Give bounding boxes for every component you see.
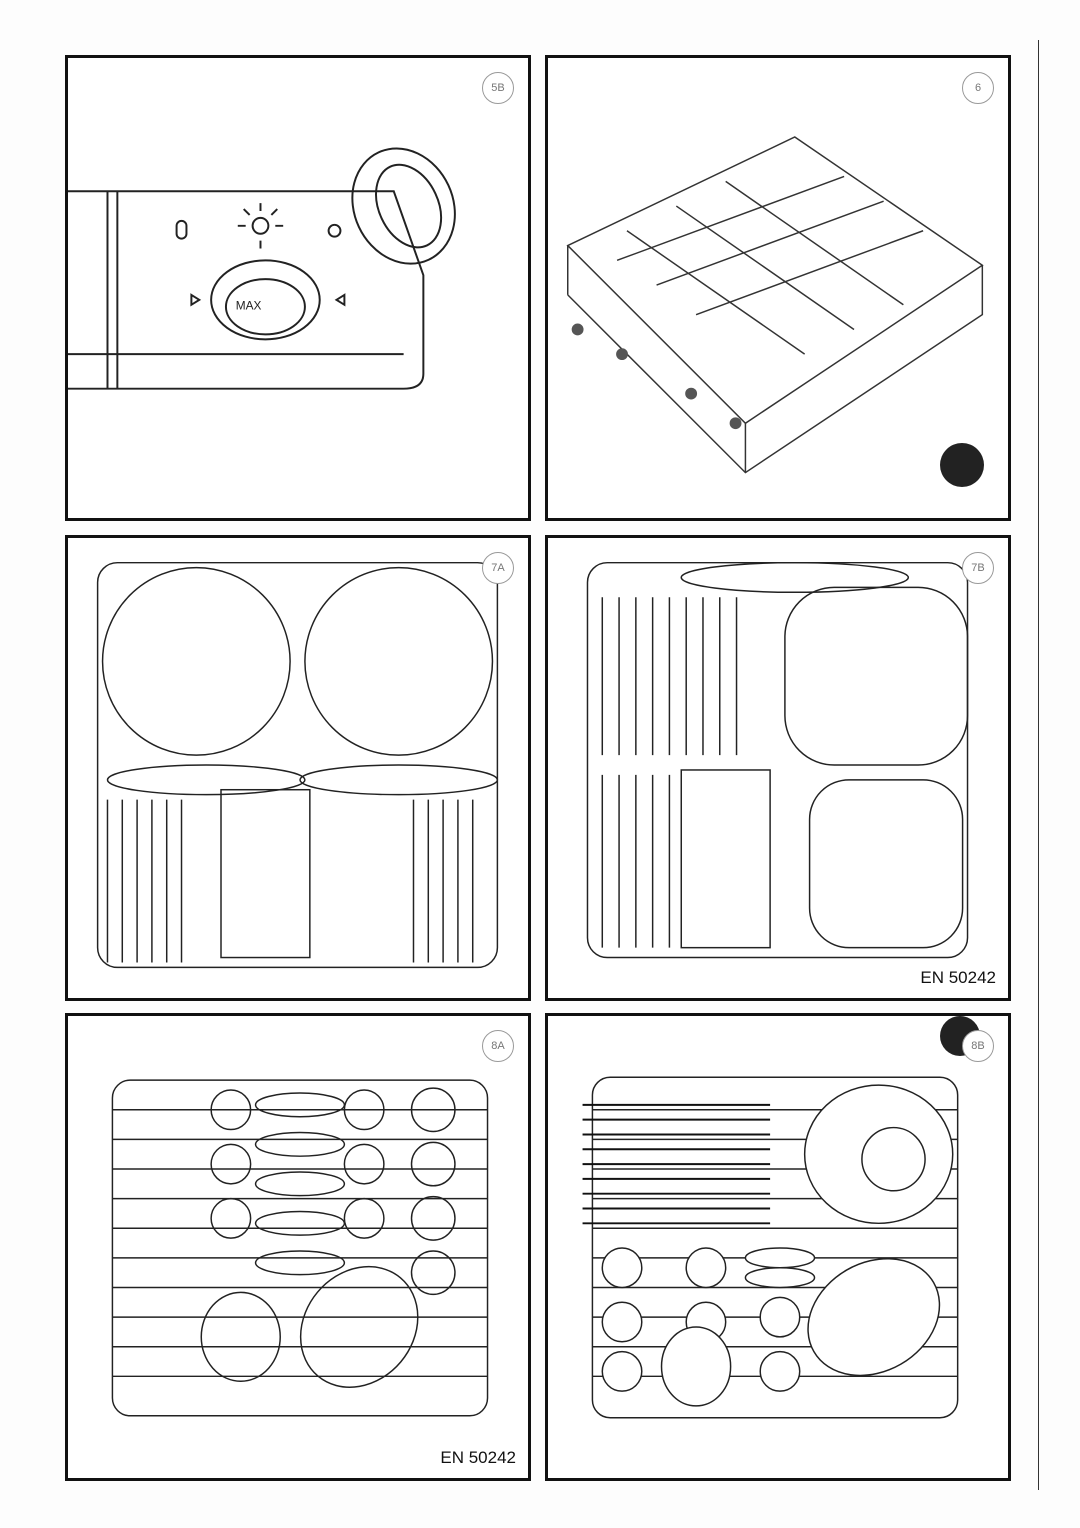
max-dial-label: MAX (236, 299, 262, 313)
page-edge-line (1038, 40, 1039, 1490)
panel-8b-upper-basket-loaded-plates: 8B (545, 1013, 1011, 1481)
loaded-basket-pots-illustration (96, 561, 499, 969)
figure-number-badge: 6 (962, 72, 994, 104)
loaded-basket-plates-illustration (586, 561, 969, 959)
panel-6-lower-basket: 6 (545, 55, 1011, 521)
panel-8a-upper-basket-loaded: 8A EN 50242 (65, 1013, 531, 1481)
standard-reference: EN 50242 (920, 968, 996, 987)
panel-7b-lower-basket-loaded-plates: 7B EN 50242 (545, 535, 1011, 1001)
figure-number-badge: 5B (482, 72, 514, 104)
standard-reference: EN 50242 (440, 1448, 516, 1467)
figure-number-badge: 7B (962, 552, 994, 584)
figure-number-badge: 8A (482, 1030, 514, 1062)
upper-basket-plates-illustration (582, 1076, 959, 1419)
figure-number-badge: 8B (962, 1030, 994, 1062)
panel-5b-rinse-aid-dispenser: MAX 5B (65, 55, 531, 521)
upper-basket-cups-illustration (111, 1079, 489, 1417)
figure-number-badge: 7A (482, 552, 514, 584)
scan-mark (940, 443, 984, 487)
panel-7a-lower-basket-loaded-pots: 7A (65, 535, 531, 1001)
lower-basket-illustration (566, 136, 984, 474)
rinse-aid-dispenser-illustration: MAX (68, 147, 456, 390)
